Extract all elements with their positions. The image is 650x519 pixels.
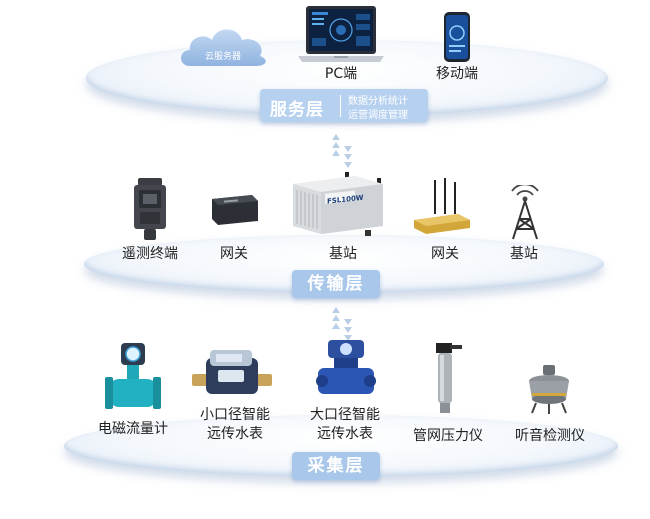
- service-layer-line2: 运营调度管理: [348, 110, 408, 121]
- telemetry-terminal-icon: [134, 178, 166, 240]
- device-label-flowmeter: 电磁流量计: [98, 421, 168, 437]
- device-label-small-meter-l1: 小口径智能: [200, 407, 270, 423]
- transfer-arrows-icon-2: [332, 307, 352, 341]
- device-label-mobile: 移动端: [436, 66, 478, 82]
- cloud-icon: [181, 29, 266, 66]
- smartphone-icon: [444, 12, 470, 62]
- device-label-gateway2: 网关: [431, 246, 459, 262]
- antenna-tower-icon: [511, 185, 539, 240]
- transfer-arrows-icon: [332, 134, 352, 168]
- device-label-rtu: 遥测终端: [122, 246, 178, 262]
- large-water-meter-icon: [316, 340, 376, 394]
- device-label-small-meter-l2: 远传水表: [207, 426, 263, 442]
- leak-detector-icon: [529, 365, 569, 414]
- device-label-basestation2: 基站: [510, 246, 538, 262]
- device-label-large-meter-l1: 大口径智能: [310, 407, 380, 423]
- laptop-icon: [298, 6, 384, 62]
- small-water-meter-icon: [192, 350, 272, 394]
- device-label-pressure: 管网压力仪: [413, 428, 483, 444]
- device-label-pc: PC端: [324, 66, 358, 82]
- service-layer-badge: 服务层 数据分析统计 运营调度管理: [260, 89, 428, 122]
- gateway-box-icon: [212, 195, 258, 225]
- device-label-large-meter-l2: 远传水表: [317, 426, 373, 442]
- router-icon: [414, 178, 470, 234]
- service-layer-title: 服务层: [270, 100, 324, 120]
- pressure-gauge-icon: [436, 343, 462, 413]
- cloud-label: 云服务器: [204, 52, 241, 62]
- base-station-model-text: FSL100W: [327, 193, 364, 206]
- electromagnetic-flowmeter-icon: [105, 343, 161, 409]
- base-station-box-icon: FSL100W: [293, 172, 383, 236]
- device-label-basestation1: 基站: [329, 246, 357, 262]
- device-label-gateway1: 网关: [220, 246, 248, 262]
- device-label-listener: 听音检测仪: [515, 428, 585, 444]
- transport-layer-badge: 传输层: [292, 270, 380, 298]
- service-layer-line1: 数据分析统计: [348, 96, 408, 107]
- badge-divider: [340, 95, 341, 117]
- collection-layer-badge: 采集层: [292, 452, 380, 480]
